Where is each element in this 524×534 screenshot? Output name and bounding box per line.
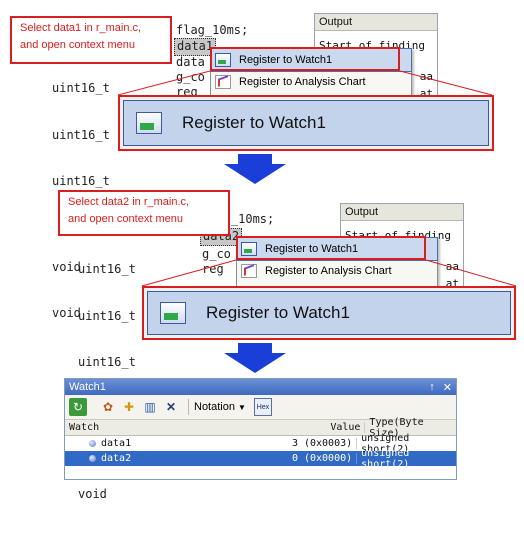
code-line: uint16_t <box>52 81 110 95</box>
zoom-lines-1 <box>117 70 493 96</box>
variable-icon <box>89 439 96 447</box>
watch-name-cell: data1 <box>65 438 229 449</box>
code-line: void <box>52 259 81 274</box>
zoomed-register-watch1[interactable]: Register to Watch1 <box>147 291 511 335</box>
code-line: uint16_t <box>78 262 136 276</box>
watch-panel-title: Watch1 <box>69 381 106 393</box>
menu-item-label: Register to Analysis Chart <box>265 265 392 277</box>
callout-text: Select data1 in r_main.c, <box>20 22 142 34</box>
menu-item-label: Register to Analysis Chart <box>239 76 366 88</box>
delete-icon[interactable]: ✕ <box>165 400 177 414</box>
add-watch-icon[interactable]: ✚ <box>123 400 135 414</box>
variable-icon <box>89 454 96 462</box>
watch-type-cell: unsigned short(2) <box>361 447 410 470</box>
column-header-value[interactable]: Value <box>233 422 366 433</box>
palette-icon[interactable]: ✿ <box>102 400 114 414</box>
menu-item-register-analysis-chart[interactable]: Register to Analysis Chart <box>237 260 437 282</box>
zoomed-label: Register to Watch1 <box>182 113 326 132</box>
code-line: uint16_t <box>52 174 110 188</box>
pin-icon[interactable]: ↑ <box>429 381 435 393</box>
watch-group-icon[interactable]: ▥ <box>144 400 156 414</box>
callout-text: and open context menu <box>68 213 183 225</box>
refresh-icon[interactable]: ↻ <box>69 398 87 416</box>
down-arrow-1 <box>224 154 286 184</box>
code-var: g_co <box>176 70 205 84</box>
output-panel-title: Output <box>341 204 463 221</box>
zoomed-register-watch1[interactable]: Register to Watch1 <box>123 100 489 146</box>
watch-panel-titlebar: Watch1 ↑ ✕ <box>65 379 456 395</box>
context-menu-1: Register to Watch1 Register to Analysis … <box>210 48 412 98</box>
watch-icon <box>241 242 257 256</box>
zoomed-menu-item-1: Register to Watch1 <box>118 95 494 151</box>
output-line: aa <box>419 70 433 83</box>
menu-item-register-watch1[interactable]: Register to Watch1 <box>236 237 438 261</box>
code-line: void <box>78 487 107 501</box>
zoomed-menu-item-2: Register to Watch1 <box>142 286 516 340</box>
code-line: uint16_t <box>78 308 136 323</box>
callout-text: and open context menu <box>20 39 135 51</box>
hex-toggle-button[interactable]: Hex <box>253 398 272 416</box>
highlight-box <box>210 47 400 71</box>
context-menu-2: Register to Watch1 Register to Analysis … <box>236 237 438 287</box>
down-arrow-2 <box>224 343 286 373</box>
watch-value-cell: 0 (0x0000) <box>229 453 358 464</box>
watch-icon <box>160 302 186 324</box>
watch-table: Watch Value Type(Byte Size) data1 3 (0x0… <box>65 416 456 470</box>
watch-icon <box>215 53 231 67</box>
zoom-lines-2 <box>141 259 517 287</box>
code-line: void <box>52 306 81 320</box>
callout-2: Select data2 in r_main.c, and open conte… <box>58 190 230 236</box>
output-panel-title: Output <box>315 14 437 31</box>
callout-text: Select data2 in r_main.c, <box>68 196 190 208</box>
highlight-box <box>236 236 426 260</box>
code-editor-1: uint16_t uint16_t uint16_t void void <box>52 50 110 353</box>
watch-name: data1 <box>101 438 132 449</box>
notation-label: Notation <box>194 401 235 413</box>
code-line: uint16_t <box>78 355 136 369</box>
watch-panel: Watch1 ↑ ✕ ↻ ✿ ✚ ▥ ✕ Notation ▼ Hex Watc… <box>64 378 457 480</box>
chevron-down-icon: ▼ <box>238 403 246 412</box>
zoomed-label: Register to Watch1 <box>206 303 350 322</box>
selected-variable[interactable]: data1 <box>174 38 217 56</box>
close-icon[interactable]: ✕ <box>442 381 452 394</box>
output-line: aa <box>445 260 459 273</box>
chart-icon <box>241 264 257 278</box>
code-var: g_co <box>202 247 231 261</box>
menu-item-register-watch1[interactable]: Register to Watch1 <box>210 48 412 72</box>
code-line: uint16_t <box>52 127 110 142</box>
column-header-watch[interactable]: Watch <box>69 422 100 433</box>
chart-icon <box>215 75 231 89</box>
watch-table-header: Watch Value Type(Byte Size) <box>65 416 456 439</box>
column-header-type[interactable]: Type(Byte Size) <box>369 416 424 439</box>
watch-value-cell: 3 (0x0003) <box>229 438 358 449</box>
table-row[interactable]: data1 3 (0x0003) unsigned short(2) <box>65 433 456 455</box>
menu-item-register-analysis-chart[interactable]: Register to Analysis Chart <box>211 71 411 93</box>
watch-name-cell: data2 <box>65 453 229 464</box>
table-row[interactable]: data2 0 (0x0000) unsigned short(2) <box>65 448 456 470</box>
callout-1: Select data1 in r_main.c, and open conte… <box>10 16 172 64</box>
watch-icon <box>136 112 162 134</box>
watch-name: data2 <box>101 453 132 464</box>
notation-dropdown[interactable]: Notation ▼ <box>194 401 246 413</box>
menu-item-label: Register to Watch1 <box>265 243 359 255</box>
code-var-1: flag_10ms; <box>176 23 249 37</box>
watch-type-cell: unsigned short(2) <box>361 432 410 455</box>
code-var: data <box>176 55 205 69</box>
watch-toolbar: ↻ ✿ ✚ ▥ ✕ Notation ▼ Hex <box>65 395 456 420</box>
menu-item-label: Register to Watch1 <box>239 54 333 66</box>
code-var: reg <box>202 262 224 276</box>
